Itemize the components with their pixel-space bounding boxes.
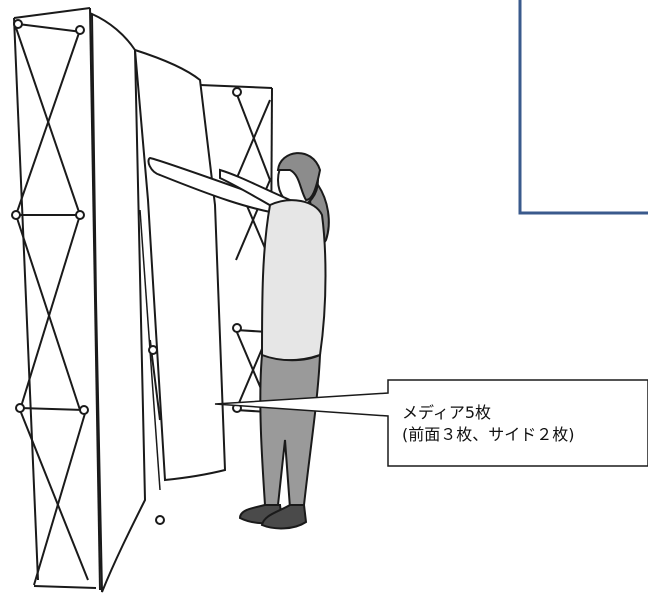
media-panel-left [90,12,147,593]
center-frame [148,339,165,525]
callout-line-1: メディア5枚 [402,403,492,422]
callout-box [214,379,648,467]
callout-label: メディア5枚 (前面３枚、サイド２枚) [402,402,575,446]
callout-line-2: (前面３枚、サイド２枚) [402,425,575,444]
person [147,152,330,530]
media-panel-center [133,48,227,482]
blue-box [518,0,648,215]
left-frame [11,7,101,591]
